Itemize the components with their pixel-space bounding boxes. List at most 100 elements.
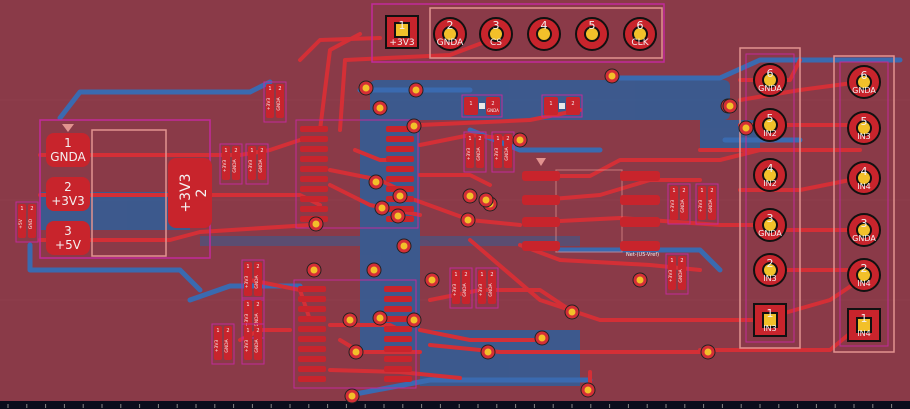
top-header-pin-number: 3 <box>493 19 500 32</box>
pin-number: 4 <box>861 165 868 178</box>
top-header-pin-4[interactable]: 4 <box>527 17 561 51</box>
cap-net-b: GNDA <box>678 268 684 282</box>
pin-number: 1 <box>767 307 774 320</box>
cap-pad-num: 1 <box>700 188 703 194</box>
ic-packages <box>293 119 419 389</box>
cap-net-b: GNDA <box>232 158 238 172</box>
pin-net: IN3 <box>763 324 776 333</box>
pin-net: IN2 <box>763 179 776 188</box>
cap-pad-num: 2 <box>260 148 263 154</box>
pin-net: IN3 <box>857 132 870 141</box>
top-header-pin-net: +3V3 <box>389 38 414 48</box>
cap-net-a: +3V3 <box>698 200 704 213</box>
pin-net: GNDA <box>758 229 782 238</box>
via <box>406 312 422 328</box>
via <box>460 212 476 228</box>
cap-pad-num: 1 <box>670 258 673 264</box>
top-header-pin-5[interactable]: 5 <box>575 17 609 51</box>
cap-net-b: GNDA <box>276 96 282 110</box>
cap-pad-num: 1 <box>549 101 552 107</box>
top-header-pin-1[interactable]: 1+3V3 <box>385 15 419 49</box>
via <box>406 118 422 134</box>
cap-pad-num: 2 <box>234 148 237 154</box>
via <box>564 304 580 320</box>
soic-chip[interactable] <box>293 279 417 389</box>
cap-net-a: +3V3 <box>214 340 220 353</box>
top-header-pin-3[interactable]: 3CS <box>479 17 513 51</box>
pin-number: 2 <box>861 262 868 275</box>
via <box>462 188 478 204</box>
left-power-pin-number: 1 <box>64 136 72 150</box>
cap-net-a: +3V3 <box>452 284 458 297</box>
via <box>478 192 494 208</box>
pin-net: IN4 <box>857 182 870 191</box>
pin-number: 2 <box>767 257 774 270</box>
pin-net: IN3 <box>763 274 776 283</box>
left-power-pin-2[interactable]: 2+3V3 <box>46 177 90 211</box>
top-header-pin-number: 2 <box>447 19 454 32</box>
cap-net-a: +3V3 <box>244 340 250 353</box>
cap-pad-num: 1 <box>246 328 249 334</box>
via <box>306 262 322 278</box>
pin-net: IN4 <box>857 279 870 288</box>
cap-pad-num: 1 <box>224 148 227 154</box>
cap-pad-num: 2 <box>680 258 683 264</box>
via <box>722 98 738 114</box>
regulator-tab-pad[interactable]: 2 +3V3 <box>168 158 212 228</box>
cap-net-a: +3V3 <box>494 148 500 161</box>
via <box>738 120 754 136</box>
pin-number: 3 <box>861 217 868 230</box>
via <box>374 200 390 216</box>
soic-chip[interactable] <box>295 119 419 229</box>
cap-net-a: +3V3 <box>244 314 250 327</box>
center-ic-u5[interactable]: Net-(U5-Vref) <box>522 158 660 258</box>
left-power-pin-net: GNDA <box>50 150 86 164</box>
cap-net-b: GNDA <box>254 312 260 326</box>
left-power-pin-3[interactable]: 3+5V <box>46 221 90 255</box>
cap-pad-num: 1 <box>454 272 457 278</box>
cap-net-b: GNDA <box>258 158 264 172</box>
ic-center-label: Net-(U5-Vref) <box>626 252 659 258</box>
via <box>366 262 382 278</box>
left-power-pin-net: +3V3 <box>51 194 85 208</box>
